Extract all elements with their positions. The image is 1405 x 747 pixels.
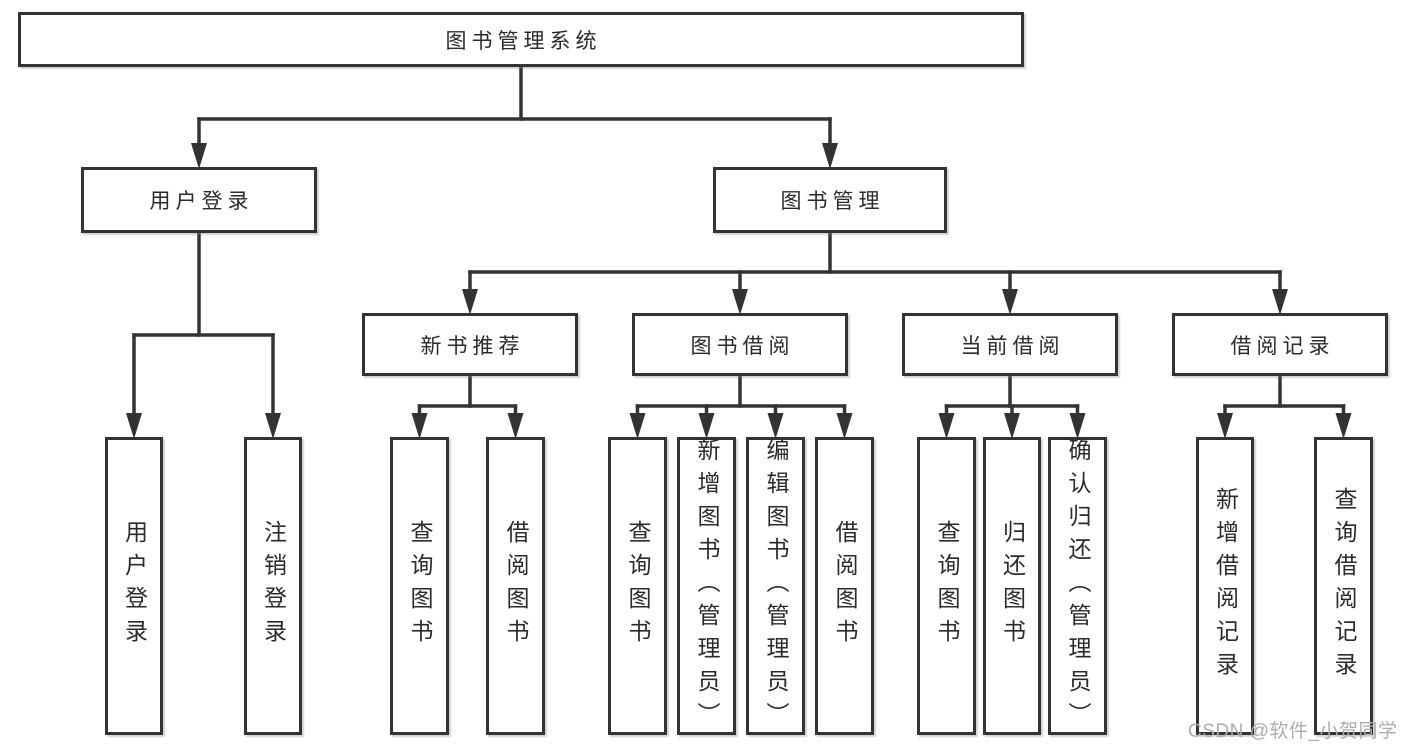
node-label-system-root: 图书管理系统: [445, 29, 602, 53]
arrowhead-icon: [836, 413, 853, 439]
node-borrowing-records: 借阅记录: [1172, 313, 1388, 376]
node-label-current-borrowing: 当前借阅: [960, 334, 1065, 358]
node-current-borrowing: 当前借阅: [902, 313, 1118, 376]
node-leaf-return-books: 归还图书: [983, 437, 1041, 735]
node-leaf-borrow-books-b: 借阅图书: [815, 437, 874, 735]
node-leaf-query-books-c: 查询图书: [917, 437, 976, 735]
node-label-borrowing-records: 借阅记录: [1230, 334, 1335, 358]
node-book-borrowing: 图书借阅: [632, 313, 848, 376]
node-book-management: 图书管理: [713, 167, 947, 233]
arrowhead-icon: [1217, 413, 1233, 439]
arrowhead-icon: [462, 289, 478, 315]
node-label-leaf-query-books-c: 查询图书: [934, 520, 960, 652]
node-user-login: 用户登录: [81, 167, 317, 233]
arrowhead-icon: [411, 413, 428, 439]
arrowhead-icon: [1069, 413, 1086, 439]
node-label-leaf-add-borrow-record: 新增借阅记录: [1212, 487, 1239, 685]
arrowhead-icon: [1002, 289, 1018, 315]
node-label-leaf-query-books-b: 查询图书: [625, 520, 651, 652]
arrowhead-icon: [191, 143, 207, 169]
node-label-book-borrowing: 图书借阅: [690, 334, 795, 358]
node-leaf-query-borrow-record: 查询借阅记录: [1314, 437, 1373, 735]
node-label-leaf-add-books-admin: 新增图书（管理员）: [694, 437, 720, 735]
arrowhead-icon: [507, 413, 524, 439]
node-label-new-book-recommend: 新书推荐: [420, 334, 525, 358]
node-leaf-logout: 注销登录: [244, 437, 302, 735]
node-leaf-add-books-admin: 新增图书（管理员）: [677, 437, 736, 735]
node-label-leaf-edit-books-admin: 编辑图书（管理员）: [763, 437, 789, 735]
node-label-leaf-query-borrow-record: 查询借阅记录: [1331, 487, 1357, 685]
node-leaf-query-books-a: 查询图书: [390, 437, 449, 735]
node-new-book-recommend: 新书推荐: [362, 313, 578, 376]
node-label-leaf-confirm-return-admin: 确认归还（管理员）: [1065, 437, 1091, 735]
node-label-book-management: 图书管理: [780, 190, 885, 213]
node-label-leaf-user-login: 用户登录: [121, 520, 148, 652]
arrowhead-icon: [629, 413, 646, 439]
node-leaf-edit-books-admin: 编辑图书（管理员）: [746, 437, 805, 735]
arrowhead-icon: [698, 413, 715, 439]
node-label-user-login: 用户登录: [149, 190, 254, 213]
node-leaf-borrow-books-a: 借阅图书: [486, 437, 545, 735]
node-leaf-user-login: 用户登录: [105, 437, 163, 735]
node-leaf-add-borrow-record: 新增借阅记录: [1196, 437, 1254, 735]
watermark: CSDN @软件_小贺同学: [1188, 721, 1398, 742]
node-system-root: 图书管理系统: [18, 12, 1024, 67]
arrowhead-icon: [732, 289, 748, 315]
arrowhead-icon: [822, 143, 838, 169]
arrowhead-icon: [1004, 413, 1020, 439]
node-label-leaf-borrow-books-a: 借阅图书: [503, 520, 529, 652]
arrowhead-icon: [126, 413, 142, 439]
arrowhead-icon: [265, 413, 281, 439]
node-label-leaf-borrow-books-b: 借阅图书: [832, 520, 858, 652]
arrowhead-icon: [1272, 289, 1288, 315]
node-label-leaf-query-books-a: 查询图书: [407, 520, 433, 652]
node-leaf-confirm-return-admin: 确认归还（管理员）: [1048, 437, 1107, 735]
node-label-leaf-logout: 注销登录: [260, 520, 287, 652]
node-leaf-query-books-b: 查询图书: [608, 437, 667, 735]
arrowhead-icon: [767, 413, 784, 439]
arrowhead-icon: [938, 413, 955, 439]
arrowhead-icon: [1335, 413, 1352, 439]
node-label-leaf-return-books: 归还图书: [999, 520, 1026, 652]
